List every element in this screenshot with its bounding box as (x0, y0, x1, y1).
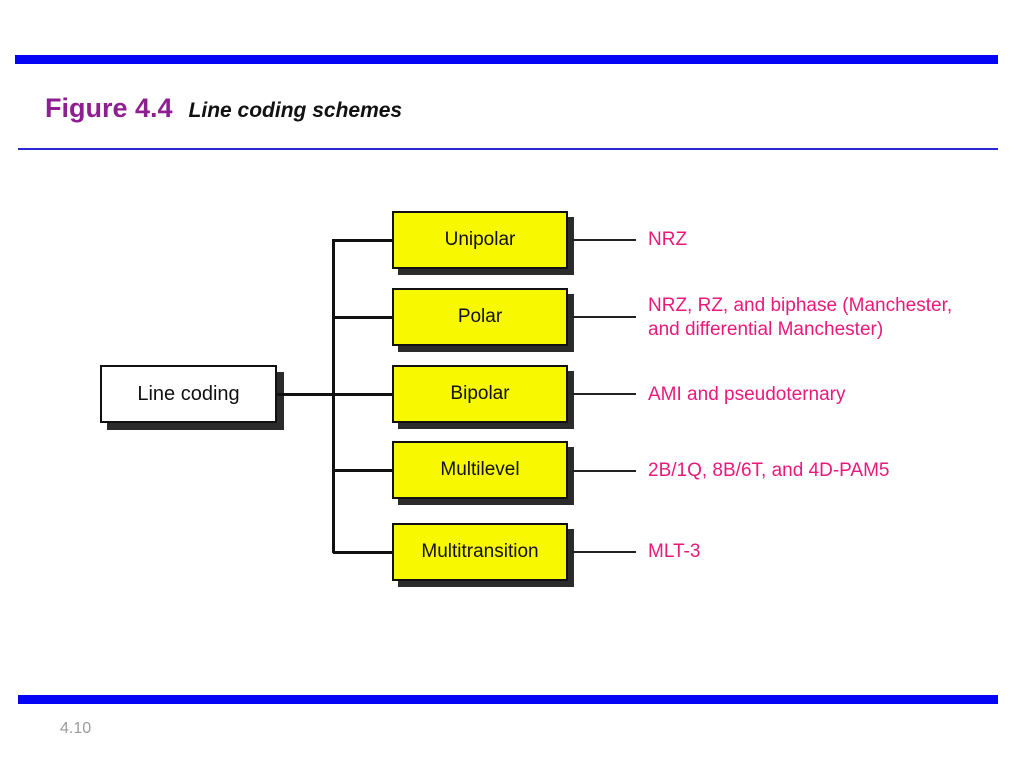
branch-line-multilevel (333, 469, 392, 472)
figure-title: Line coding schemes (188, 99, 403, 122)
top-divider-bar (15, 55, 998, 64)
category-box-polar: Polar (392, 288, 568, 346)
connector-line-multitransition (572, 551, 636, 553)
category-box-multitransition: Multitransition (392, 523, 568, 581)
scheme-label-unipolar: NRZ (648, 229, 688, 250)
scheme-label-multitransition: MLT-3 (648, 541, 701, 562)
root-node-line-coding: Line coding (100, 365, 277, 423)
branch-line-polar (333, 316, 392, 319)
bottom-divider-bar (18, 695, 998, 704)
page-number: 4.10 (60, 720, 92, 737)
connector-line-unipolar (572, 239, 636, 241)
scheme-label-polar: NRZ, RZ, and biphase (Manchester, and di… (648, 295, 953, 340)
header-rule (18, 148, 998, 150)
trunk-line (332, 239, 335, 553)
category-box-unipolar: Unipolar (392, 211, 568, 269)
scheme-label-multilevel: 2B/1Q, 8B/6T, and 4D-PAM5 (648, 460, 890, 481)
slide-header: Figure 4.4 Line coding schemes (45, 93, 402, 124)
branch-line-bipolar (277, 393, 392, 396)
scheme-label-bipolar: AMI and pseudoternary (648, 384, 846, 405)
figure-number: Figure 4.4 (45, 93, 173, 123)
connector-line-multilevel (572, 470, 636, 472)
category-box-multilevel: Multilevel (392, 441, 568, 499)
connector-line-polar (572, 316, 636, 318)
branch-line-unipolar (333, 239, 392, 242)
connector-line-bipolar (572, 393, 636, 395)
category-box-bipolar: Bipolar (392, 365, 568, 423)
branch-line-multitransition (333, 551, 392, 554)
